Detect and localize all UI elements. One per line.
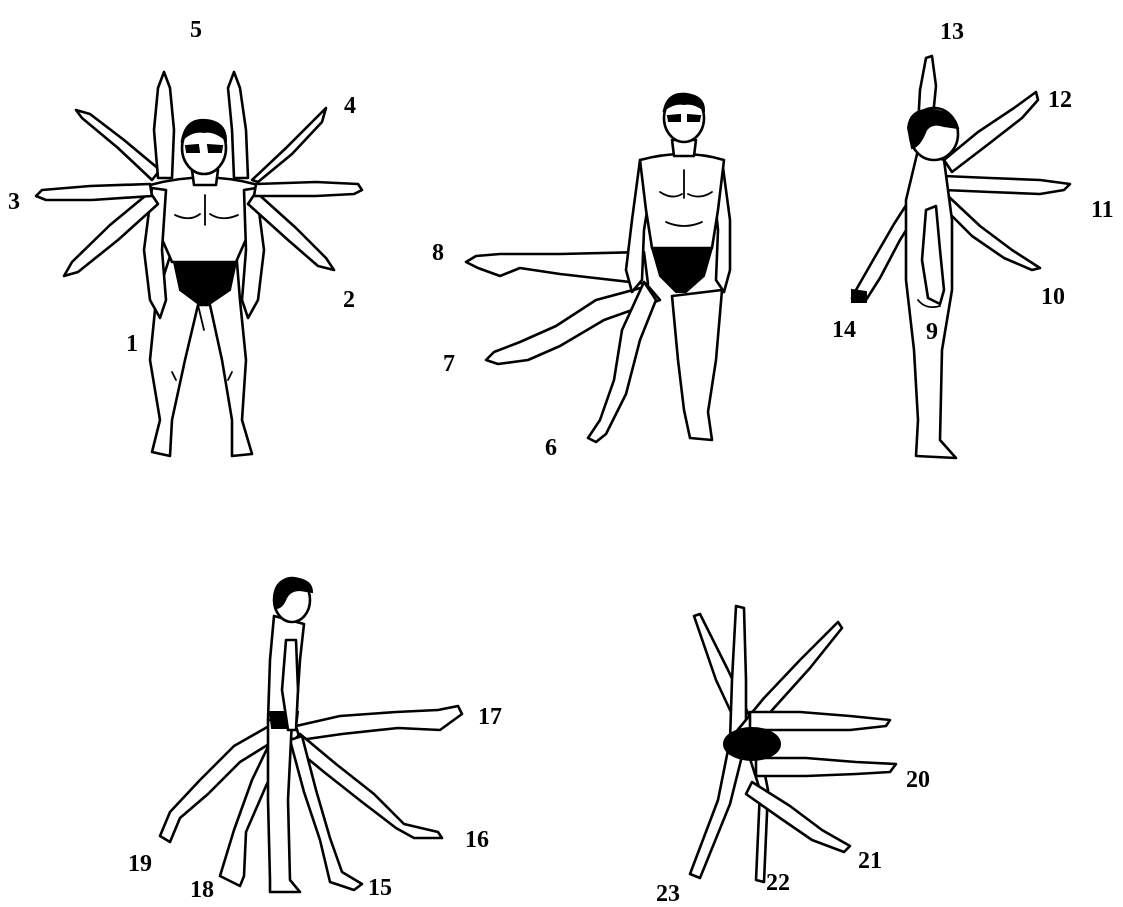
label-9: 9 xyxy=(926,320,938,344)
label-18: 18 xyxy=(190,878,214,902)
label-8: 8 xyxy=(432,241,444,265)
label-2: 2 xyxy=(343,288,355,312)
label-14: 14 xyxy=(832,318,856,342)
figure-top-leg-spokes xyxy=(690,606,896,882)
label-21: 21 xyxy=(858,849,882,873)
label-23: 23 xyxy=(656,882,680,906)
figure-side-arms xyxy=(852,56,1070,458)
figure-front-legs-body xyxy=(626,94,730,440)
figure-top-legs xyxy=(690,606,896,882)
label-5: 5 xyxy=(190,18,202,42)
figure-side-legs xyxy=(160,578,462,892)
label-13: 13 xyxy=(940,20,964,44)
label-15: 15 xyxy=(368,876,392,900)
label-7: 7 xyxy=(443,352,455,376)
figure-front-legs xyxy=(466,94,730,442)
label-12: 12 xyxy=(1048,88,1072,112)
label-11: 11 xyxy=(1091,198,1114,222)
top-view-head xyxy=(724,728,780,760)
label-6: 6 xyxy=(545,436,557,460)
label-17: 17 xyxy=(478,705,502,729)
label-3: 3 xyxy=(8,190,20,214)
label-16: 16 xyxy=(465,828,489,852)
figure-side-arm-spokes xyxy=(852,56,1070,300)
label-1: 1 xyxy=(126,332,138,356)
label-20: 20 xyxy=(906,768,930,792)
label-22: 22 xyxy=(766,871,790,895)
label-4: 4 xyxy=(344,94,356,118)
figure-side-leg-spokes xyxy=(160,706,462,890)
figure-front-arms xyxy=(36,72,362,456)
label-19: 19 xyxy=(128,852,152,876)
label-10: 10 xyxy=(1041,285,1065,309)
